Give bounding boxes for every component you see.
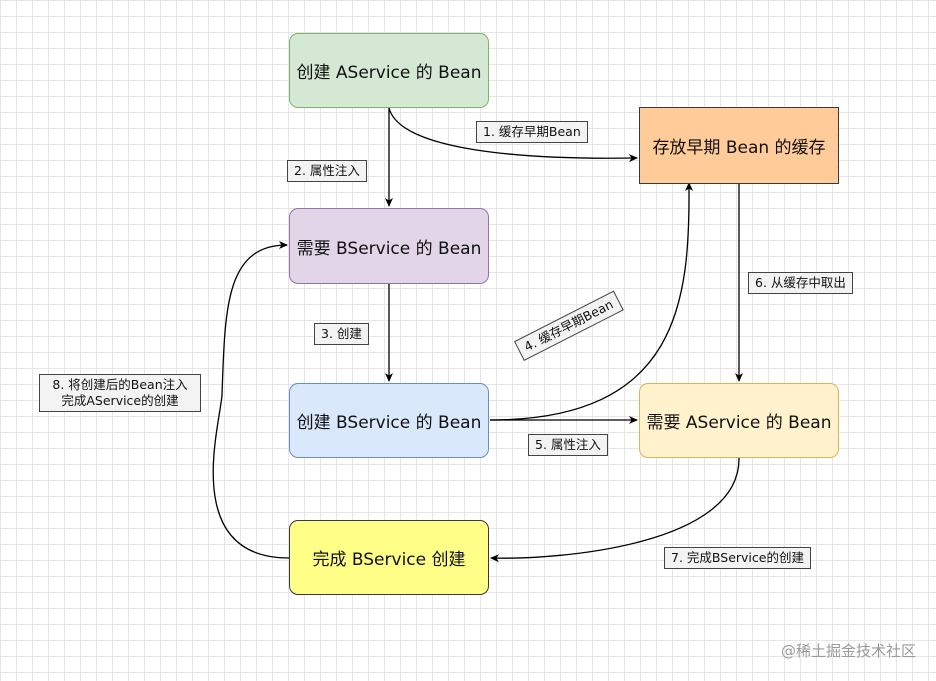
node-need-bservice-bean: 需要 BService 的 Bean	[289, 208, 489, 284]
label-step-5: 5. 属性注入	[528, 434, 608, 456]
label-step-7: 7. 完成BService的创建	[664, 547, 811, 569]
arrow-4-cache-early-bean	[489, 182, 694, 421]
label-step-2: 2. 属性注入	[287, 160, 367, 182]
label-step-8: 8. 将创建后的Bean注入 完成AService的创建	[39, 374, 201, 412]
arrow-8-inject-bean	[212, 241, 290, 559]
label-step-3: 3. 创建	[314, 323, 369, 345]
label-step-8-line-1: 8. 将创建后的Bean注入	[52, 377, 188, 392]
node-finish-bservice: 完成 BService 创建	[289, 520, 489, 595]
arrow-7-finish-bservice	[490, 457, 740, 563]
label-step-8-line-2: 完成AService的创建	[61, 393, 179, 408]
node-early-bean-cache: 存放早期 Bean 的缓存	[639, 107, 839, 184]
node-create-aservice-bean: 创建 AService 的 Bean	[289, 33, 489, 108]
label-step-6: 6. 从缓存中取出	[748, 272, 853, 294]
node-create-bservice-bean: 创建 BService 的 Bean	[289, 383, 489, 458]
watermark: @稀土掘金技术社区	[780, 642, 916, 660]
node-need-aservice-bean: 需要 AService 的 Bean	[639, 383, 839, 458]
arrow-1-cache-early-bean	[388, 107, 638, 163]
label-step-1: 1. 缓存早期Bean	[476, 121, 588, 143]
